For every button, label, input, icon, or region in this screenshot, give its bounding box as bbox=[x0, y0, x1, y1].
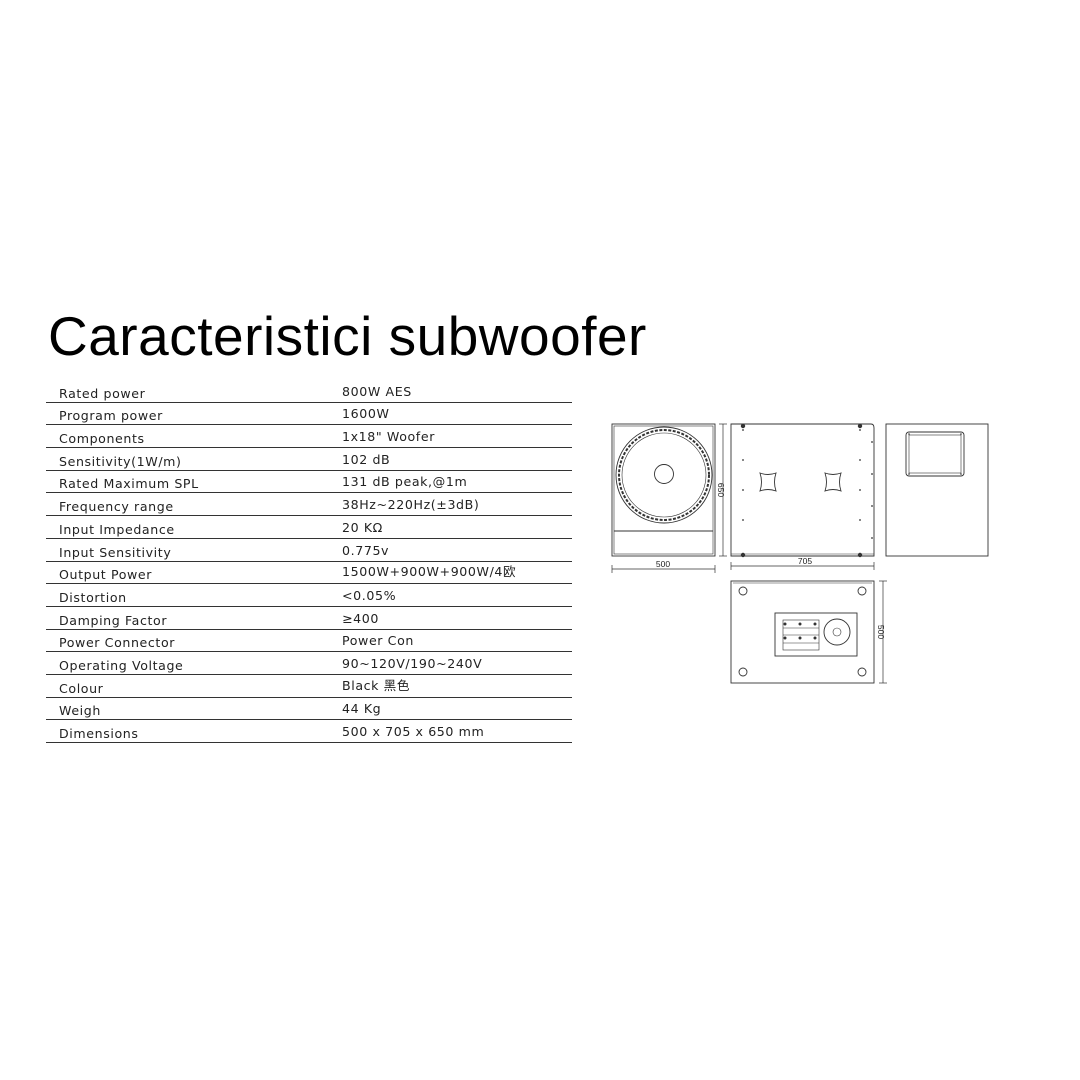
spec-row: Dimensions 500 x 705 x 650 mm bbox=[46, 720, 572, 743]
spec-value: 1x18" Woofer bbox=[342, 429, 435, 445]
spec-row: Weigh 44 Kg bbox=[46, 698, 572, 721]
spec-label: Frequency range bbox=[59, 499, 174, 515]
spec-row: Frequency range 38Hz~220Hz(±3dB) bbox=[46, 493, 572, 517]
bottom-height-dim-label: 500 bbox=[876, 625, 886, 639]
spec-label: Rated Maximum SPL bbox=[59, 476, 199, 492]
spec-value: 0.775v bbox=[342, 542, 390, 558]
spec-label: Sensitivity(1W/m) bbox=[59, 453, 182, 469]
spec-value: 131 dB peak,@1m bbox=[342, 474, 468, 490]
spec-row: Operating Voltage 90~120V/190~240V bbox=[46, 652, 572, 675]
spec-value: 20 KΩ bbox=[342, 519, 383, 535]
spec-row: Rated Maximum SPL 131 dB peak,@1m bbox=[46, 471, 572, 494]
front-width-dim-label: 500 bbox=[656, 559, 670, 569]
spec-table: Rated power 800W AES Program power 1600W C… bbox=[46, 380, 572, 743]
spec-label: Dimensions bbox=[59, 726, 139, 741]
spec-value: ≥400 bbox=[342, 610, 379, 626]
spec-value: 102 dB bbox=[342, 451, 391, 467]
spec-label: Weigh bbox=[59, 703, 101, 719]
side-width-dim-label: 705 bbox=[798, 556, 812, 566]
spec-label: Rated power bbox=[59, 385, 146, 401]
spec-row: Rated power 800W AES bbox=[46, 380, 572, 403]
page-title: Caracteristici subwoofer bbox=[48, 305, 647, 367]
side-view-drawing bbox=[730, 423, 875, 570]
spec-value: 90~120V/190~240V bbox=[342, 655, 483, 671]
spec-label: Input Impedance bbox=[59, 521, 175, 537]
spec-label: Colour bbox=[59, 680, 104, 696]
spec-label: Components bbox=[59, 431, 145, 447]
spec-value: 800W AES bbox=[342, 383, 412, 399]
spec-label: Output Power bbox=[59, 567, 153, 583]
spec-row: Input Impedance 20 KΩ bbox=[46, 516, 572, 539]
spec-value: 1500W+900W+900W/4欧 bbox=[342, 564, 517, 580]
spec-row: Damping Factor ≥400 bbox=[46, 607, 572, 630]
spec-row: Program power 1600W bbox=[46, 403, 572, 426]
spec-label: Operating Voltage bbox=[59, 657, 184, 673]
spec-label: Power Connector bbox=[59, 635, 176, 651]
spec-value: Power Con bbox=[342, 633, 414, 649]
spec-label: Damping Factor bbox=[59, 612, 168, 628]
spec-row: Input Sensitivity 0.775v bbox=[46, 539, 572, 562]
spec-label: Input Sensitivity bbox=[59, 544, 172, 560]
spec-value: 500 x 705 x 650 mm bbox=[342, 724, 485, 739]
spec-value: 1600W bbox=[342, 406, 390, 422]
spec-row: Components 1x18" Woofer bbox=[46, 425, 572, 449]
spec-row: Power Connector Power Con bbox=[46, 630, 572, 653]
spec-value: 44 Kg bbox=[342, 701, 382, 717]
spec-row: Output Power 1500W+900W+900W/4欧 bbox=[46, 562, 572, 585]
spec-label: Program power bbox=[59, 408, 163, 424]
spec-row: Sensitivity(1W/m) 102 dB bbox=[46, 448, 572, 471]
spec-row: Colour Black 黑色 bbox=[46, 675, 572, 698]
spec-value: Black 黑色 bbox=[342, 677, 411, 693]
front-view-drawing bbox=[611, 423, 727, 573]
spec-value: 38Hz~220Hz(±3dB) bbox=[342, 497, 480, 513]
spec-label: Distortion bbox=[59, 589, 127, 605]
front-height-dim-label: 650 bbox=[716, 483, 726, 497]
spec-row: Distortion <0.05% bbox=[46, 584, 572, 607]
bottom-view-drawing bbox=[730, 580, 887, 684]
spec-value: <0.05% bbox=[342, 587, 397, 603]
back-view-drawing bbox=[885, 423, 989, 557]
